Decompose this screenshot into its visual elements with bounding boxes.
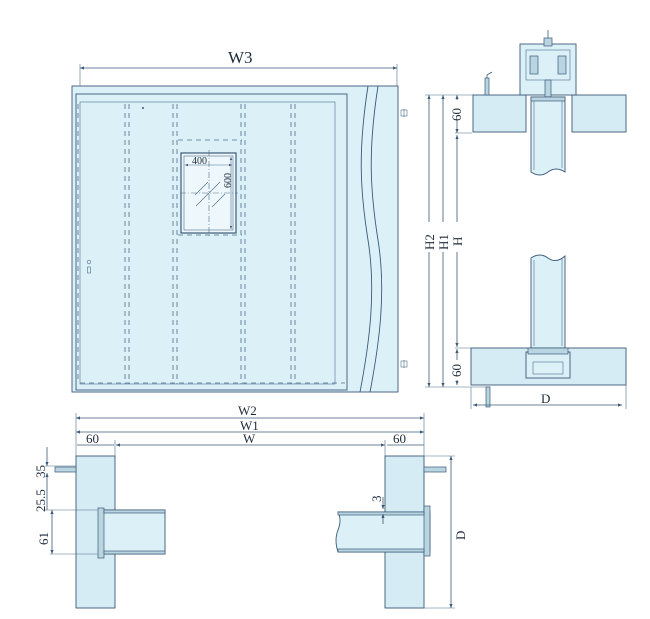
plan-section: W2 W1 60 W 60 35 25.5 61 3 D (33, 403, 468, 609)
left-trim (54, 466, 77, 473)
break-line (359, 85, 373, 393)
h-label: H (450, 237, 465, 246)
top-wall-right (571, 94, 627, 133)
stiffeners (124, 104, 296, 384)
floor-guide (525, 351, 571, 379)
front-elevation: W3 400 600 (71, 48, 408, 393)
lock-icon (86, 259, 92, 265)
window-width-label: 400 (192, 156, 207, 167)
handle-icon (87, 266, 91, 274)
window-height-label: 600 (223, 173, 234, 188)
top-offset-label: 60 (449, 108, 464, 121)
hinge-icon (400, 360, 408, 368)
plan-depth-label: D (453, 531, 468, 540)
leaf-thickness-label: 61 (36, 532, 51, 545)
side-depth-label: D (541, 391, 550, 406)
vision-window: 400 600 (178, 139, 242, 236)
w2-label: W2 (238, 403, 257, 418)
leaf-offset-label: 25.5 (33, 489, 48, 512)
w-label: W (243, 431, 256, 446)
w3-label: W3 (228, 48, 253, 67)
bottom-offset-label: 60 (449, 364, 464, 377)
door-leaf-top (530, 96, 566, 176)
trim-offset-label: 35 (33, 465, 48, 478)
right-jamb-label: 60 (393, 431, 406, 446)
right-trim (423, 466, 447, 473)
w1-label: W1 (240, 418, 259, 433)
door-leaf-bottom (530, 254, 566, 349)
top-wall-left (472, 94, 527, 133)
door-leaf (75, 93, 348, 391)
gap-label: 3 (369, 496, 384, 503)
left-jamb-label: 60 (86, 431, 99, 446)
h2-label: H2 (422, 234, 437, 250)
left-leaf (99, 509, 166, 555)
h1-label: H1 (436, 234, 451, 250)
hinge-icon (400, 109, 408, 117)
side-section: H2 H1 H 60 60 D (418, 30, 627, 409)
